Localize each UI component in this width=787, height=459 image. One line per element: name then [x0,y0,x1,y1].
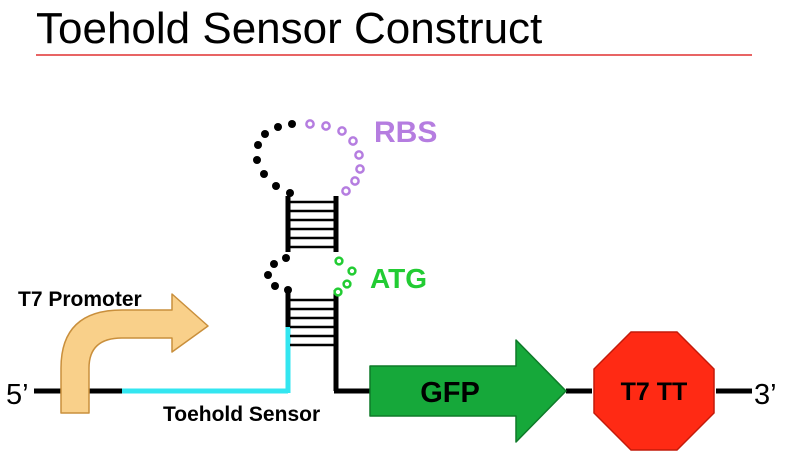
gfp-label: GFP [420,377,480,409]
rbs-dots [305,119,365,196]
promoter-arrow-shape [60,293,209,414]
three-prime-label: 3’ [754,379,777,411]
gfp-arrow-shape [369,339,567,443]
rbs-label: RBS [374,116,437,149]
promoter-label: T7 Promoter [18,288,142,311]
five-prime-label: 5’ [6,379,29,411]
toehold-sensor-label: Toehold Sensor [163,403,320,426]
atg-dots [333,256,357,297]
terminator-label: T7 TT [621,378,688,406]
lower-stem-base-pairs [290,298,334,347]
atg-label: ATG [370,263,427,294]
bulge-dots-black [264,254,292,294]
loop-dots-black [253,120,296,197]
upper-stem-base-pairs [290,200,334,249]
page-title: Toehold Sensor Construct [36,4,542,53]
terminator-octagon-icon [593,331,715,451]
